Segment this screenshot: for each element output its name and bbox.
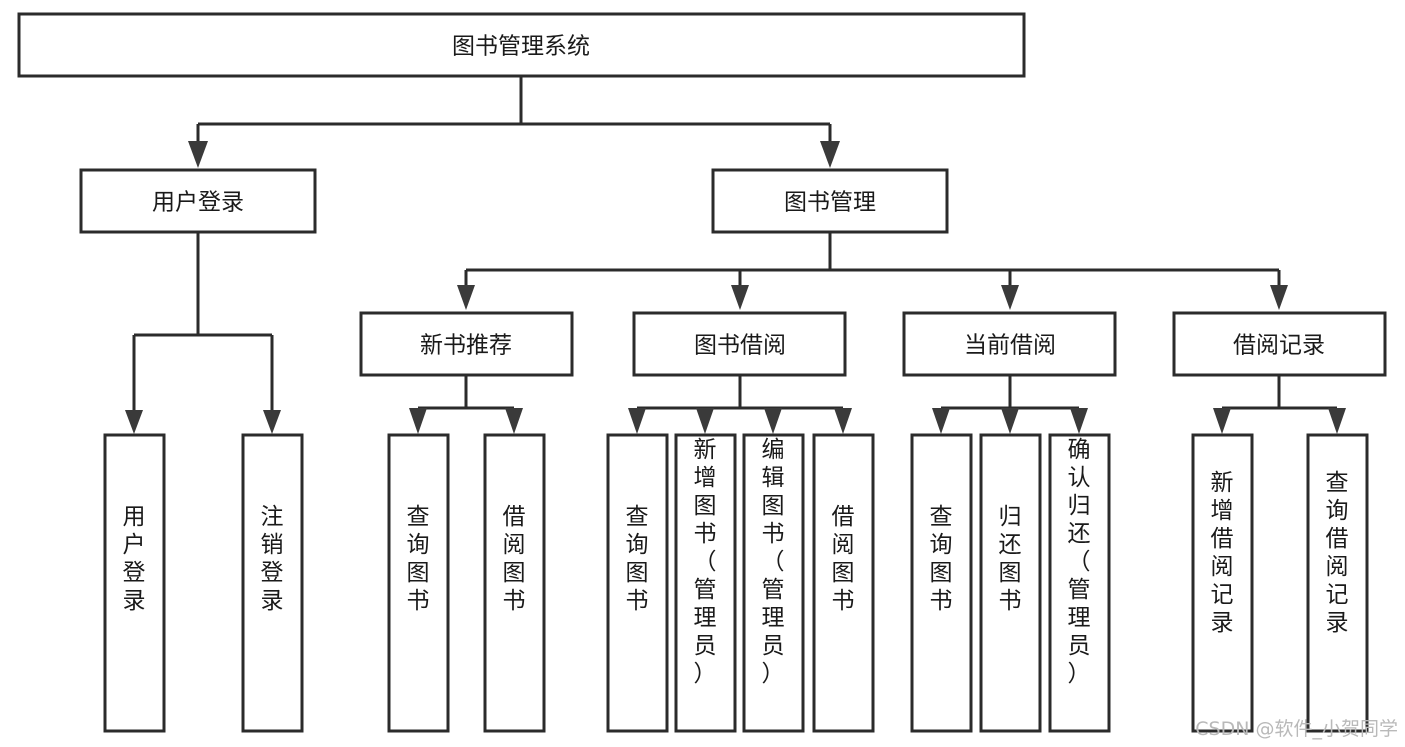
- node-leaf-user-login-box[interactable]: [103, 433, 166, 733]
- arrow-head-current-borrow: [1001, 285, 1019, 310]
- arrow-head-leaf-add-record: [1213, 408, 1231, 434]
- csdn-watermark: CSDN @软件_小贺同学: [1195, 718, 1398, 740]
- node-leaf-user-login-label: 用户登录: [123, 504, 146, 614]
- node-current-borrow-label: 当前借阅: [964, 333, 1056, 359]
- arrow-head-leaf-query-book-2: [628, 408, 646, 434]
- node-leaf-query-book-1[interactable]: 查询图书: [387, 433, 450, 733]
- arrow-head-borrow-record: [1270, 285, 1288, 310]
- arrow-head-leaf-borrow-book-2: [834, 408, 852, 434]
- node-leaf-query-record[interactable]: 查询借阅记录: [1306, 433, 1369, 733]
- node-user-login-label: 用户登录: [152, 190, 244, 216]
- node-leaf-query-book-2-label: 查询图书: [626, 504, 649, 614]
- node-leaf-add-book-box[interactable]: [674, 433, 737, 733]
- node-leaf-user-login[interactable]: 用户登录: [103, 433, 166, 733]
- node-leaf-borrow-book-2-box[interactable]: [812, 433, 875, 733]
- node-leaf-add-book-label: 新增图书（管理员）: [694, 437, 717, 687]
- arrow-head-book-borrow: [731, 285, 749, 310]
- node-leaf-edit-book-box[interactable]: [742, 433, 805, 733]
- node-leaf-confirm-return[interactable]: 确认归还（管理员）: [1048, 433, 1111, 733]
- node-leaf-borrow-book-1[interactable]: 借阅图书: [483, 433, 546, 733]
- arrow-head-user-login: [188, 141, 208, 168]
- node-leaf-borrow-book-1-label: 借阅图书: [503, 504, 526, 614]
- node-leaf-add-record-label: 新增借阅记录: [1211, 470, 1234, 636]
- connector-group-borrow-record: [1213, 375, 1346, 434]
- node-leaf-query-record-label: 查询借阅记录: [1326, 470, 1349, 636]
- node-leaf-query-book-1-label: 查询图书: [407, 504, 430, 614]
- arrow-head-leaf-return-book: [1001, 408, 1019, 434]
- node-leaf-return-book[interactable]: 归还图书: [979, 433, 1042, 733]
- node-leaf-return-book-label: 归还图书: [999, 504, 1022, 614]
- node-leaf-add-record[interactable]: 新增借阅记录: [1191, 433, 1254, 733]
- connector-group-root: [188, 76, 840, 168]
- node-book-manage-label: 图书管理: [784, 190, 876, 216]
- node-borrow-record-box[interactable]: [1172, 311, 1387, 377]
- node-leaf-edit-book-label: 编辑图书（管理员）: [762, 437, 785, 687]
- arrow-head-leaf-borrow-book-1: [505, 408, 523, 434]
- node-leaf-query-book-2-box[interactable]: [606, 433, 669, 733]
- arrow-head-leaf-user-login: [125, 410, 143, 434]
- node-leaf-user-logout-box[interactable]: [241, 433, 304, 733]
- node-leaf-query-book-3-box[interactable]: [910, 433, 973, 733]
- node-borrow-record-label: 借阅记录: [1233, 333, 1325, 359]
- node-book-borrow-label: 图书借阅: [694, 333, 786, 359]
- node-leaf-edit-book[interactable]: 编辑图书（管理员）: [742, 433, 805, 733]
- node-book-borrow-box[interactable]: [632, 311, 847, 377]
- node-new-book-recommend-label: 新书推荐: [420, 333, 512, 359]
- node-book-manage-box[interactable]: [711, 168, 949, 234]
- node-leaf-add-book[interactable]: 新增图书（管理员）: [674, 433, 737, 733]
- node-leaf-borrow-book-1-box[interactable]: [483, 433, 546, 733]
- arrow-head-leaf-query-book-3: [932, 408, 950, 434]
- node-leaf-user-logout-label: 注销登录: [261, 504, 284, 614]
- connector-group-book-manage: [457, 232, 1288, 310]
- node-leaf-query-record-box[interactable]: [1306, 433, 1369, 733]
- connector-group-user-login: [125, 232, 281, 434]
- node-leaf-query-book-1-box[interactable]: [387, 433, 450, 733]
- node-leaf-borrow-book-2-label: 借阅图书: [832, 504, 855, 614]
- node-leaf-query-book-2[interactable]: 查询图书: [606, 433, 669, 733]
- node-leaf-confirm-return-box[interactable]: [1048, 433, 1111, 733]
- node-leaf-return-book-box[interactable]: [979, 433, 1042, 733]
- node-leaf-borrow-book-2[interactable]: 借阅图书: [812, 433, 875, 733]
- node-current-borrow[interactable]: 当前借阅: [902, 311, 1117, 377]
- arrow-head-new-book-recommend: [457, 285, 475, 310]
- node-root-label: 图书管理系统: [452, 34, 590, 60]
- arrow-head-book-manage: [820, 141, 840, 168]
- node-leaf-query-book-3[interactable]: 查询图书: [910, 433, 973, 733]
- arrow-head-leaf-add-book: [696, 408, 714, 434]
- node-book-manage[interactable]: 图书管理: [711, 168, 949, 234]
- arrow-head-leaf-confirm-return: [1070, 408, 1088, 434]
- node-book-borrow[interactable]: 图书借阅: [632, 311, 847, 377]
- node-user-login[interactable]: 用户登录: [79, 168, 317, 234]
- node-new-book-recommend[interactable]: 新书推荐: [359, 311, 574, 377]
- node-leaf-query-book-3-label: 查询图书: [930, 504, 953, 614]
- connector-group-current-borrow: [932, 375, 1088, 434]
- arrow-head-leaf-query-record: [1328, 408, 1346, 434]
- node-borrow-record[interactable]: 借阅记录: [1172, 311, 1387, 377]
- arrow-head-leaf-user-logout: [263, 410, 281, 434]
- arrow-head-leaf-query-book-1: [409, 408, 427, 434]
- connector-group-book-borrow: [628, 375, 852, 434]
- node-user-login-box[interactable]: [79, 168, 317, 234]
- node-leaf-add-record-box[interactable]: [1191, 433, 1254, 733]
- node-root[interactable]: 图书管理系统: [17, 12, 1026, 78]
- node-root-box[interactable]: [17, 12, 1026, 78]
- node-current-borrow-box[interactable]: [902, 311, 1117, 377]
- connector-group-new-book-recommend: [409, 375, 523, 434]
- node-new-book-recommend-box[interactable]: [359, 311, 574, 377]
- arrow-head-leaf-edit-book: [764, 408, 782, 434]
- node-leaf-user-logout[interactable]: 注销登录: [241, 433, 304, 733]
- node-leaf-confirm-return-label: 确认归还（管理员）: [1068, 437, 1091, 687]
